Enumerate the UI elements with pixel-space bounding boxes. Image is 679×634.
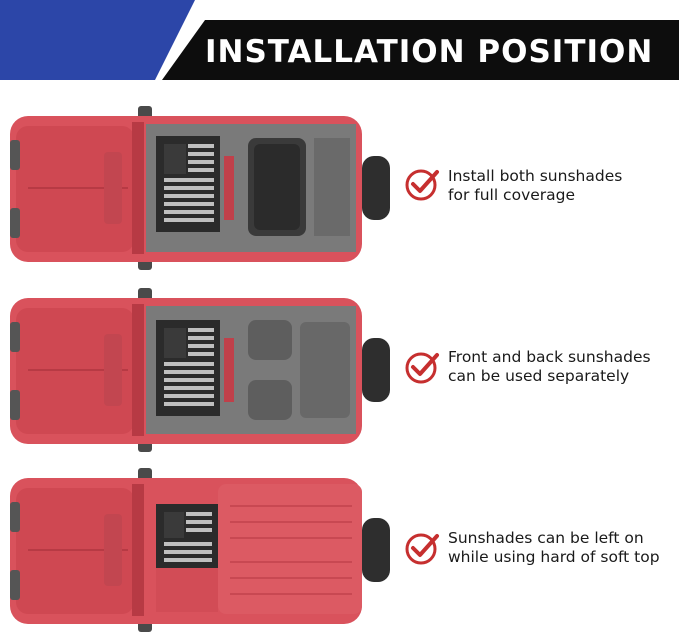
caption-separate-use: Front and back sunshades can be used sep… — [448, 348, 673, 386]
installation-row-full: Install both sunshades for full coverage — [0, 104, 679, 272]
jeep-hardtop-image — [10, 468, 390, 632]
caption-line: Front and back sunshades — [448, 348, 651, 366]
header-background — [0, 0, 679, 80]
caption-line: Install both sunshades — [448, 167, 623, 185]
jeep-front-sunshade-image — [10, 288, 390, 452]
checkmark-icon — [405, 169, 439, 201]
caption-full-coverage: Install both sunshades for full coverage — [448, 167, 673, 205]
caption-line: while using hard of soft top — [448, 548, 660, 566]
checkmark-icon — [405, 533, 439, 565]
installation-row-separate: Front and back sunshades can be used sep… — [0, 286, 679, 454]
caption-line: Sunshades can be left on — [448, 529, 644, 547]
header-banner: INSTALLATION POSITION — [0, 0, 679, 80]
jeep-full-sunshade-image — [10, 106, 390, 270]
installation-row-hardtop: Sunshades can be left on while using har… — [0, 466, 679, 634]
caption-line: can be used separately — [448, 367, 630, 385]
page-title: INSTALLATION POSITION — [205, 34, 654, 70]
caption-hardtop: Sunshades can be left on while using har… — [448, 529, 673, 567]
checkmark-icon — [405, 352, 439, 384]
caption-line: for full coverage — [448, 186, 576, 204]
